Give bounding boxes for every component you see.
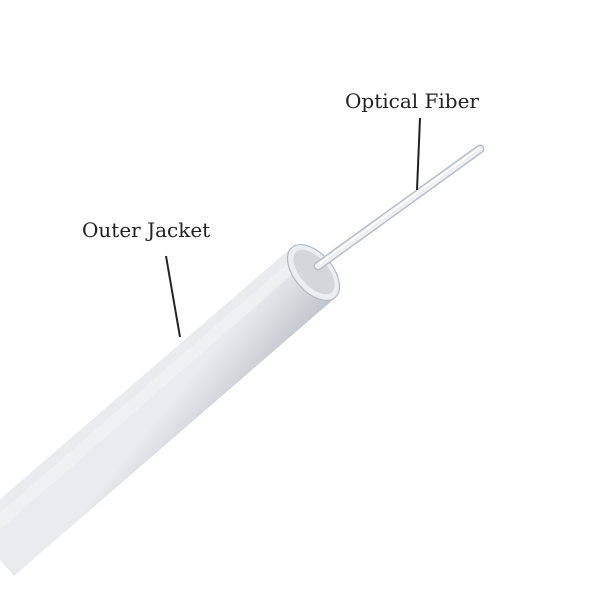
jacket-opening-inner bbox=[293, 249, 335, 295]
outer-jacket-label: Outer Jacket bbox=[82, 218, 210, 242]
optical-fiber-label: Optical Fiber bbox=[345, 89, 479, 113]
fiber-leader-line bbox=[416, 117, 421, 191]
outer-jacket-body bbox=[0, 247, 335, 576]
jacket-leader-line bbox=[165, 255, 181, 338]
optical-fiber bbox=[315, 146, 483, 269]
optical-fiber-highlight bbox=[319, 147, 480, 264]
jacket-highlight bbox=[0, 256, 303, 530]
